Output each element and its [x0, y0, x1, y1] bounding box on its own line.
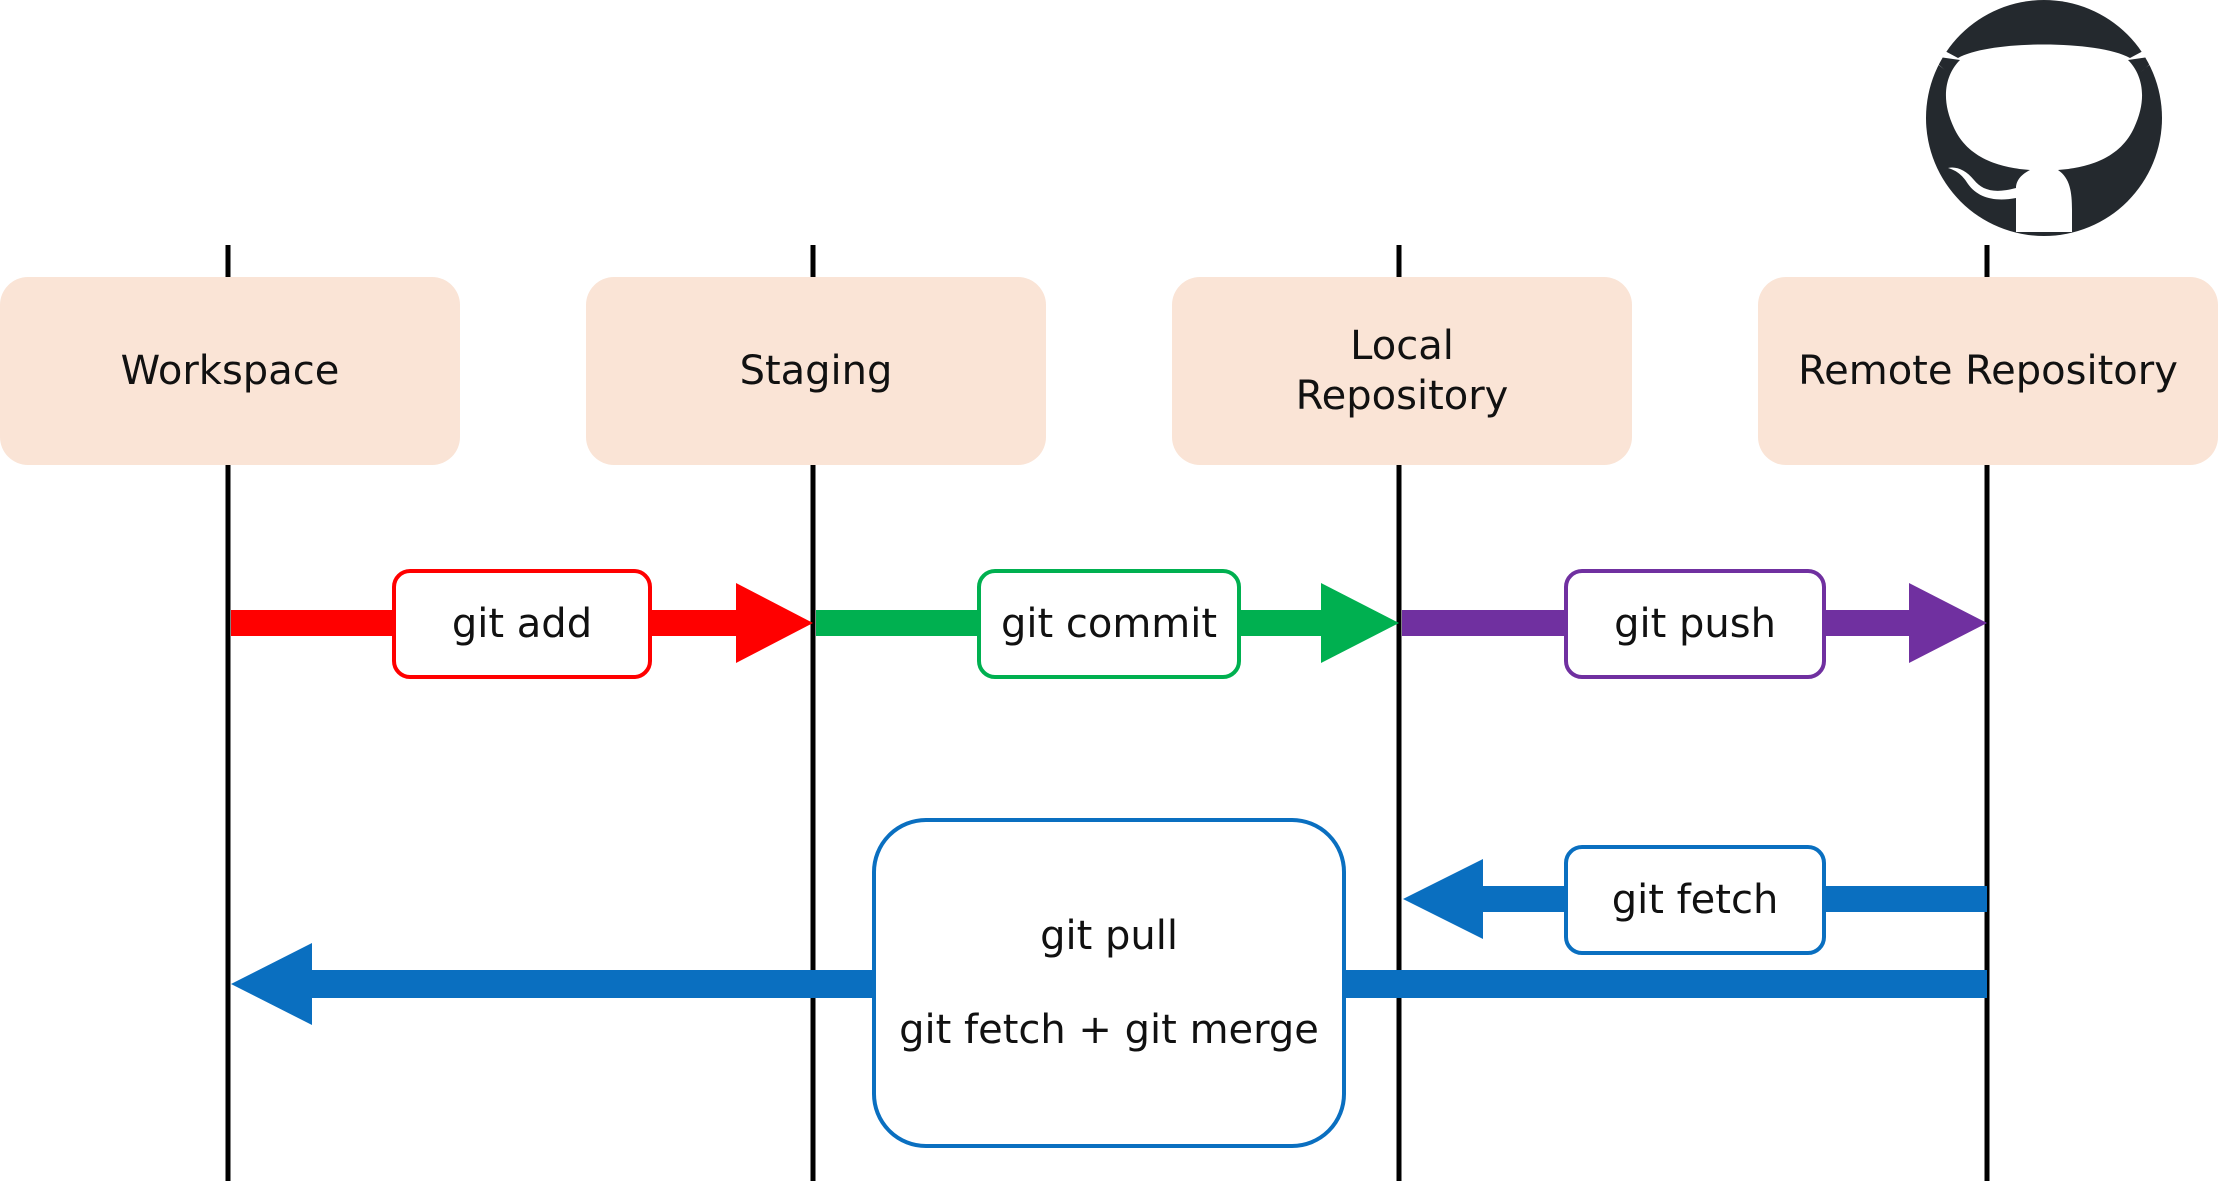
git-add-label: git add [451, 601, 593, 647]
stage-local-repository: Local Repository [1172, 277, 1632, 465]
git-pull-detail: git fetch + git merge [899, 1007, 1319, 1053]
git-commit-label: git commit [1000, 601, 1218, 647]
stage-label: Staging [739, 348, 893, 394]
git-add-box: git add [392, 569, 652, 679]
git-commit-box: git commit [977, 569, 1241, 679]
stage-staging: Staging [586, 277, 1046, 465]
stage-label: Workspace [120, 348, 340, 394]
add-arrow-head [736, 583, 813, 663]
stage-workspace: Workspace [0, 277, 460, 465]
git-push-box: git push [1564, 569, 1826, 679]
git-fetch-label: git fetch [1611, 877, 1779, 923]
git-pull-box: git pull git fetch + git merge [872, 818, 1346, 1148]
commit-arrow-head [1321, 583, 1399, 663]
stage-label: Remote Repository [1798, 348, 2178, 394]
git-push-label: git push [1614, 601, 1776, 647]
fetch-arrow-head [1403, 859, 1483, 939]
pull-arrow-head [231, 943, 312, 1025]
git-pull-label: git pull [1040, 913, 1178, 959]
stage-label: Local Repository [1295, 323, 1509, 419]
git-fetch-box: git fetch [1564, 845, 1826, 955]
push-arrow-head [1909, 583, 1987, 663]
github-octocat-icon [1920, 0, 2168, 236]
stage-remote-repository: Remote Repository [1758, 277, 2218, 465]
